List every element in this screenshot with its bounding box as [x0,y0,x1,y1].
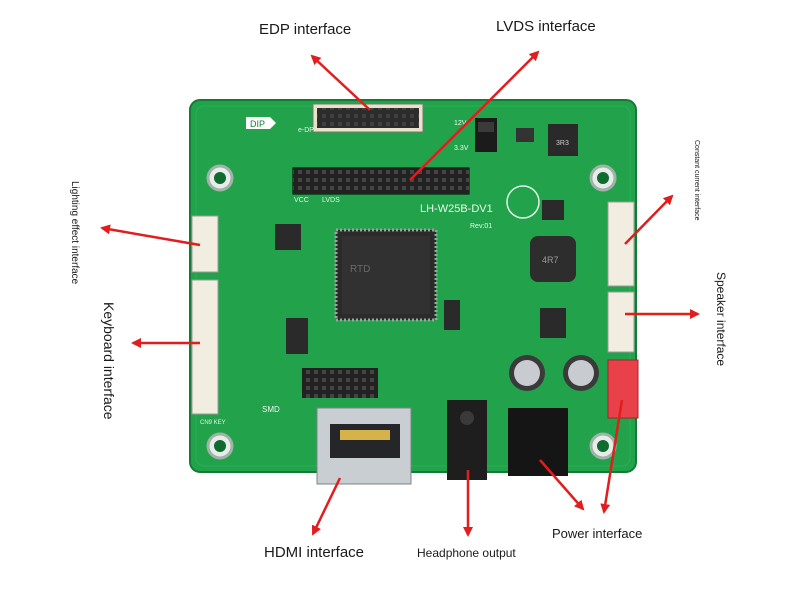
hdmi-interface-label: HDMI interface [264,544,365,561]
speaker-connector [607,291,635,353]
v33-silk: 3.3V [454,145,469,152]
red-power-header [607,359,639,419]
constant-current-interface-label: Constant current interface [693,140,700,221]
speaker-interface-label: Speaker interface [714,272,728,367]
edp-interface-label: EDP interface [259,21,352,38]
key-silk: CN9 KEY [200,420,226,426]
annotation-arrows [100,50,700,537]
inductor-mark: 4R7 [542,255,559,265]
regulator-mark: 3R3 [556,140,569,147]
vcc-silk: VCC [294,197,309,204]
board-rev: Rev:01 [470,223,492,230]
headphone-output-label: Headphone output [417,546,516,560]
edp-silk: e-DP [298,127,314,134]
dip-silk: DIP [250,119,265,129]
power-interface-label: Power interface [552,526,643,541]
lvds-interface-label: LVDS interface [496,18,596,35]
inductor [530,236,576,282]
constant-current-connector [607,201,635,287]
power-jack [508,408,568,476]
board-model: LH-W25B-DV1 [420,203,493,215]
keyboard-connector [191,279,219,415]
v12-silk: 12V [454,120,467,127]
lighting-interface-label: Lighting effect interface [69,181,80,285]
keyboard-interface-label: Keyboard interface [101,302,117,420]
lvds-silk: LVDS [322,197,340,204]
smd-silk: SMD [262,405,280,414]
chip-mark: RTD [350,264,370,275]
capacitor [509,355,599,391]
